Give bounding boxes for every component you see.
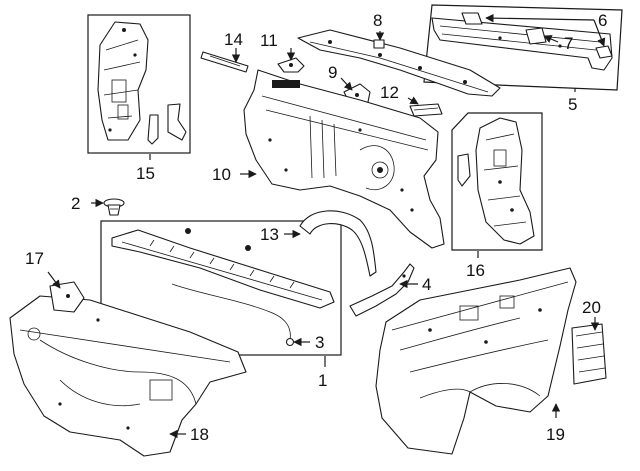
callout-4: 4 [422, 275, 431, 294]
part-4-brace [349, 263, 415, 317]
leader-lines [47, 13, 606, 439]
frame-16 [451, 112, 543, 251]
callout-6: 6 [598, 11, 607, 30]
callout-3: 3 [315, 333, 324, 352]
part-18-dash-assembly [9, 295, 247, 457]
frame-15 [87, 14, 191, 154]
part-15-side-panel [97, 21, 187, 145]
callout-labels: 1 2 3 4 5 6 7 8 9 10 11 12 13 14 15 16 1… [25, 11, 607, 444]
part-13-seal [299, 210, 377, 277]
part-1-cowl-vent-panel [111, 228, 335, 341]
leader-17 [47, 271, 61, 289]
callout-9: 9 [328, 63, 337, 82]
callout-2: 2 [71, 194, 80, 213]
part-11-clip [277, 57, 305, 73]
leader-9 [340, 77, 353, 91]
callout-12: 12 [380, 83, 399, 102]
part-8-cowl-panel [297, 29, 501, 97]
callout-20: 20 [582, 298, 601, 317]
part-2-push-pin [103, 198, 125, 216]
leader-7 [543, 35, 559, 43]
callout-18: 18 [190, 425, 209, 444]
callout-19: 19 [546, 425, 565, 444]
part-17-bracket [49, 281, 85, 313]
callout-7: 7 [564, 34, 573, 53]
callout-14: 14 [224, 30, 243, 49]
part-6-clip-upper [461, 12, 483, 25]
callout-8: 8 [373, 11, 382, 30]
leader-12 [407, 96, 419, 105]
part-3-hose [285, 337, 295, 347]
callout-17: 17 [25, 249, 44, 268]
part-7-clip [525, 27, 547, 45]
part-12-pad [409, 103, 443, 117]
callout-15: 15 [136, 164, 155, 183]
callout-11: 11 [260, 31, 278, 50]
callout-1: 1 [318, 371, 327, 390]
part-16-pillar [457, 117, 535, 245]
part-14-bracket [200, 51, 249, 73]
callout-10: 10 [212, 165, 231, 184]
callout-13: 13 [260, 225, 279, 244]
part-5-cross-member [431, 17, 613, 71]
leader-6a [485, 13, 595, 23]
part-10-dash-panel [243, 69, 445, 249]
callout-16: 16 [466, 261, 485, 280]
part-20-filter [571, 323, 607, 385]
part-19-insulator [375, 267, 577, 455]
callout-5: 5 [568, 95, 577, 114]
leader-6b [593, 19, 606, 47]
